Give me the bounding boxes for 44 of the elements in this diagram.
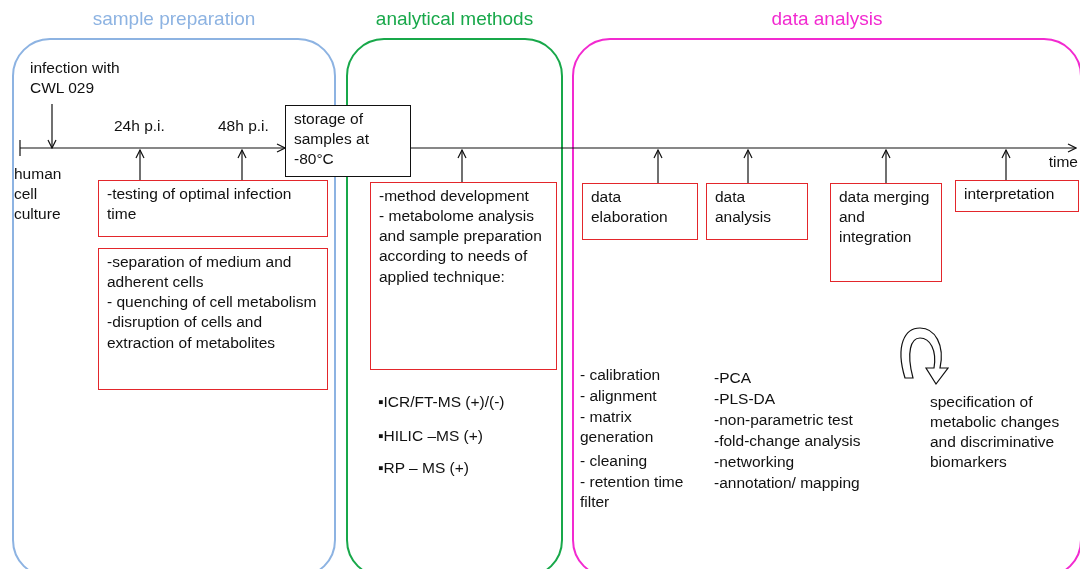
- step-text: - metabolome analysis and sample preparation according to needs of applied technique:: [379, 206, 543, 287]
- step-box: data merging and integration: [830, 183, 942, 282]
- step-text: - quenching of cell metabolism: [107, 292, 318, 313]
- arrow: [237, 149, 247, 181]
- arrow: [135, 149, 145, 181]
- step-box: [370, 182, 557, 370]
- technique-item: ▪ICR/FT-MS (+)/(-): [378, 392, 505, 412]
- step-box: [98, 248, 328, 390]
- arrow: [457, 149, 467, 183]
- technique-item: ▪HILIC –MS (+): [378, 426, 483, 446]
- step-text: -separation of medium and adherent cells: [107, 252, 293, 293]
- arrow: [881, 149, 891, 184]
- list-item: -annotation/ mapping: [714, 473, 860, 493]
- list-item: - alignment: [580, 386, 657, 406]
- arrow: [1001, 149, 1011, 181]
- step-box: interpretation: [955, 180, 1079, 212]
- arrow: [743, 149, 753, 184]
- list-item: -fold-change analysis: [714, 431, 861, 451]
- step-text: -disruption of cells and extraction of metabolites: [107, 312, 276, 353]
- step-box: data elaboration: [582, 183, 698, 240]
- axis-label: time: [1048, 152, 1078, 172]
- list-item: - matrix generation: [580, 407, 655, 448]
- panel-heading: data analysis: [770, 8, 884, 30]
- list-item: -non-parametric test: [714, 410, 853, 430]
- list-item: -PLS-DA: [714, 389, 776, 409]
- step-box: -testing of optimal infection time: [98, 180, 328, 237]
- panel-heading: sample preparation: [91, 8, 257, 30]
- step-box: data analysis: [706, 183, 808, 240]
- technique-item: ▪RP – MS (+): [378, 458, 469, 478]
- list-item: - cleaning: [580, 451, 648, 471]
- arrow: [47, 103, 57, 149]
- list-item: -PCA: [714, 368, 752, 388]
- event-label: infection with CWL 029: [30, 58, 150, 102]
- timeline-label: human cell culture: [14, 164, 63, 225]
- panel-heading: analytical methods: [374, 8, 535, 30]
- timepoint-label: 48h p.i.: [218, 116, 269, 136]
- outcome-text: specification of metabolic changes and discriminative biomarkers: [930, 392, 1060, 473]
- step-text: -method development: [379, 186, 530, 206]
- list-item: - retention time filter: [580, 472, 685, 513]
- list-item: -networking: [714, 452, 795, 472]
- arrow: [653, 149, 663, 184]
- step-box: storage of samples at -80°C: [285, 105, 411, 177]
- list-item: - calibration: [580, 365, 661, 385]
- timepoint-label: 24h p.i.: [114, 116, 165, 136]
